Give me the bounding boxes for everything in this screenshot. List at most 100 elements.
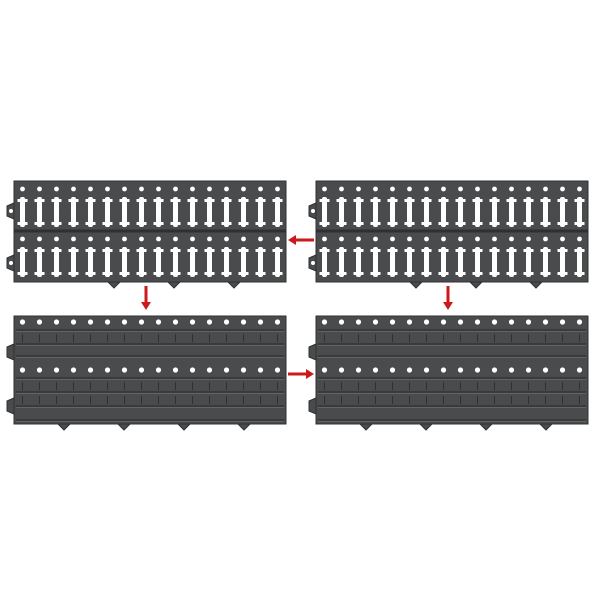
slot-tab xyxy=(68,272,79,275)
peg-hole xyxy=(104,319,111,325)
slot-tab xyxy=(119,199,130,202)
slot-tab xyxy=(319,222,330,225)
peg-hole xyxy=(54,186,59,192)
slot-tab xyxy=(102,199,113,202)
peg-hole xyxy=(542,319,549,325)
peg-hole xyxy=(36,319,43,325)
peg-hole xyxy=(241,236,246,242)
slot-tab xyxy=(170,199,181,202)
slot-tab xyxy=(221,222,232,225)
peg-hole xyxy=(356,236,361,242)
slot-tab xyxy=(85,249,96,252)
drain-slot xyxy=(526,197,531,227)
slot-tab xyxy=(204,222,215,225)
slot-tab xyxy=(272,199,283,202)
slot-tab xyxy=(387,199,398,202)
slot-tab xyxy=(506,222,517,225)
peg-hole xyxy=(338,367,345,373)
slot-tab xyxy=(51,222,62,225)
slot-tab xyxy=(204,272,215,275)
peg-hole xyxy=(122,186,127,192)
peg-hole xyxy=(423,367,430,373)
peg-hole xyxy=(508,367,515,373)
peg-hole xyxy=(372,319,379,325)
drain-slot xyxy=(322,197,327,227)
arrow-left-icon xyxy=(288,235,314,245)
slot-tab xyxy=(272,222,283,225)
slot-tab xyxy=(574,199,585,202)
arrow-down-icon xyxy=(443,286,453,310)
slot-tab xyxy=(404,199,415,202)
slot-tab xyxy=(557,222,568,225)
connector-tab xyxy=(538,423,554,431)
peg-hole xyxy=(105,186,110,192)
slot-tab xyxy=(455,222,466,225)
slot-tab xyxy=(353,249,364,252)
drain-slot xyxy=(54,247,59,277)
peg-hole xyxy=(474,367,481,373)
peg-hole xyxy=(542,367,549,373)
peg-hole xyxy=(173,236,178,242)
arrow-down-icon xyxy=(141,286,151,310)
peg-hole xyxy=(275,186,280,192)
peg-hole xyxy=(104,367,111,373)
drain-slot xyxy=(339,197,344,227)
slot-tab xyxy=(153,199,164,202)
peg-hole xyxy=(53,367,60,373)
slot-tab xyxy=(557,199,568,202)
drain-slot xyxy=(37,247,42,277)
slot-tab xyxy=(370,199,381,202)
peg-hole xyxy=(406,319,413,325)
slot-tab xyxy=(489,222,500,225)
peg-hole xyxy=(206,319,213,325)
slot-tab xyxy=(85,199,96,202)
slot-tab xyxy=(319,272,330,275)
drain-slot xyxy=(275,247,280,277)
peg-hole xyxy=(440,319,447,325)
peg-hole xyxy=(70,319,77,325)
slot-tab xyxy=(153,272,164,275)
peg-hole xyxy=(138,319,145,325)
slot-tab xyxy=(51,249,62,252)
peg-hole xyxy=(390,236,395,242)
slot-tab xyxy=(455,272,466,275)
drain-slot xyxy=(458,197,463,227)
peg-hole xyxy=(206,367,213,373)
drain-slot xyxy=(441,197,446,227)
peg-hole xyxy=(37,186,42,192)
slot-tab xyxy=(17,222,28,225)
peg-hole xyxy=(509,236,514,242)
slot-tab xyxy=(370,249,381,252)
tile-top-surface-bottom-right xyxy=(308,315,589,431)
slot-tab xyxy=(221,272,232,275)
connector-hole xyxy=(9,209,13,213)
peg-hole xyxy=(560,186,565,192)
peg-hole xyxy=(406,367,413,373)
peg-hole xyxy=(559,319,566,325)
drain-slot xyxy=(224,247,229,277)
peg-hole xyxy=(257,367,264,373)
peg-hole xyxy=(121,367,128,373)
peg-hole xyxy=(20,186,25,192)
slot-tab xyxy=(438,249,449,252)
drain-slot xyxy=(173,247,178,277)
slot-tab xyxy=(221,199,232,202)
peg-hole xyxy=(424,186,429,192)
slot-tab xyxy=(255,222,266,225)
peg-hole xyxy=(373,186,378,192)
slot-tab xyxy=(438,199,449,202)
drain-slot xyxy=(173,197,178,227)
connector-tab xyxy=(468,281,484,289)
drain-slot xyxy=(122,247,127,277)
drain-slot xyxy=(207,247,212,277)
peg-hole xyxy=(389,367,396,373)
slot-tab xyxy=(336,222,347,225)
slot-tab xyxy=(574,272,585,275)
peg-hole xyxy=(543,236,548,242)
connector-tab xyxy=(308,397,317,415)
drain-slot xyxy=(560,247,565,277)
peg-hole xyxy=(559,367,566,373)
drain-slot xyxy=(105,247,110,277)
slot-tab xyxy=(421,222,432,225)
peg-hole xyxy=(491,367,498,373)
